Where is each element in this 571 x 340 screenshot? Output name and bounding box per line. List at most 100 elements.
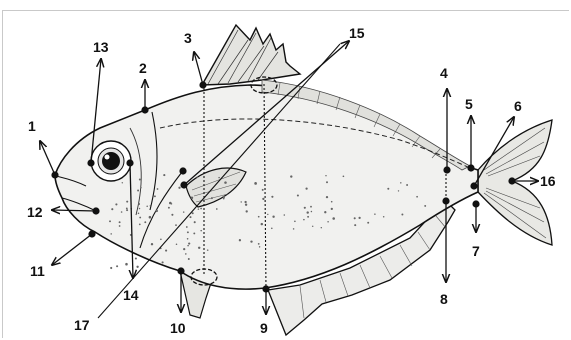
stipple-dot [125, 263, 128, 266]
stipple-dot [190, 216, 192, 218]
stipple-dot [139, 224, 141, 226]
stipple-dot [139, 217, 141, 219]
stipple-dot [136, 266, 138, 268]
stipple-dot [305, 187, 307, 189]
stipple-dot [307, 216, 309, 218]
stipple-dot [406, 184, 408, 186]
stipple-dot [126, 201, 128, 203]
landmark-label-9: 9 [260, 320, 268, 336]
stipple-dot [416, 196, 418, 198]
stipple-dot [137, 190, 139, 192]
stipple-dot [261, 223, 263, 225]
stipple-dot [271, 196, 273, 198]
landmark-label-2: 2 [139, 60, 147, 76]
stipple-dot [326, 181, 328, 183]
landmark-label-5: 5 [465, 96, 473, 112]
landmark-label-10: 10 [170, 320, 186, 336]
stipple-dot [138, 213, 140, 215]
stipple-dot [138, 203, 140, 205]
stipple-dot [297, 194, 299, 196]
eye-pupil [102, 152, 120, 170]
stipple-dot [200, 208, 202, 210]
stipple-dot [310, 206, 312, 208]
stipple-dot [163, 174, 165, 176]
stipple-dot [324, 211, 326, 213]
stipple-dot [321, 227, 322, 228]
stipple-dot [110, 267, 112, 269]
stipple-dot [109, 220, 111, 222]
stipple-dot [188, 243, 190, 245]
stipple-dot [254, 182, 256, 184]
stipple-dot [284, 214, 286, 216]
stipple-dot [312, 226, 313, 227]
stipple-dot [157, 188, 159, 190]
stipple-dot [331, 208, 333, 210]
stipple-dot [119, 225, 121, 227]
stipple-dot [111, 208, 113, 210]
landmark-label-3: 3 [184, 30, 192, 46]
stipple-dot [194, 221, 196, 223]
stipple-dot [144, 221, 146, 223]
stipple-dot [185, 253, 187, 255]
stipple-dot [155, 210, 158, 213]
eye-highlight [105, 155, 110, 160]
stipple-dot [154, 195, 156, 197]
stipple-dot [272, 216, 274, 218]
stipple-dot [150, 205, 151, 206]
stipple-dot [241, 201, 242, 202]
stipple-dot [245, 204, 247, 206]
stipple-dot [239, 239, 241, 241]
arrow-1 [40, 141, 55, 175]
stipple-dot [183, 248, 185, 250]
stipple-dot [140, 187, 141, 188]
stipple-dot [175, 224, 177, 226]
stipple-dot [331, 201, 333, 203]
landmark-label-4: 4 [440, 65, 448, 81]
stipple-dot [293, 228, 295, 230]
stipple-dot [294, 220, 296, 222]
landmark-label-1: 1 [28, 118, 36, 134]
stipple-dot [325, 175, 326, 176]
stipple-dot [354, 217, 356, 219]
stipple-dot [183, 211, 184, 212]
stipple-dot [267, 214, 268, 215]
landmark-label-7: 7 [472, 243, 480, 259]
stipple-dot [262, 198, 264, 200]
arrow-3 [194, 52, 203, 85]
stipple-dot [151, 243, 153, 245]
stipple-dot [327, 221, 329, 223]
stipple-dot [244, 201, 246, 203]
stipple-dot [186, 226, 188, 228]
stipple-dot [165, 250, 167, 252]
stipple-dot [332, 217, 335, 220]
stipple-dot [354, 224, 356, 226]
stipple-dot [146, 205, 148, 207]
stipple-dot [200, 230, 202, 232]
stipple-dot [343, 175, 345, 177]
stipple-dot [135, 257, 137, 259]
stipple-dot [374, 213, 376, 215]
stipple-dot [223, 198, 225, 200]
landmark-label-8: 8 [440, 291, 448, 307]
stipple-dot [258, 243, 260, 245]
stipple-dot [178, 187, 180, 189]
stipple-dot [119, 221, 121, 223]
stipple-dot [250, 240, 252, 242]
stipple-dot [116, 265, 118, 267]
stipple-dot [139, 208, 141, 210]
stipple-dot [126, 207, 128, 209]
stipple-dot [246, 210, 248, 212]
stipple-dot [188, 258, 190, 260]
stipple-dot [160, 239, 162, 241]
landmark-label-15: 15 [349, 25, 365, 41]
stipple-dot [191, 197, 194, 200]
stipple-dot [198, 208, 200, 210]
stipple-dot [171, 214, 173, 216]
stipple-dot [187, 245, 189, 247]
stipple-dot [176, 243, 178, 245]
stipple-dot [126, 209, 128, 211]
stipple-dot [218, 177, 219, 178]
stipple-dot [290, 175, 292, 177]
stipple-dot [303, 219, 305, 221]
landmark-label-12: 12 [27, 204, 43, 220]
